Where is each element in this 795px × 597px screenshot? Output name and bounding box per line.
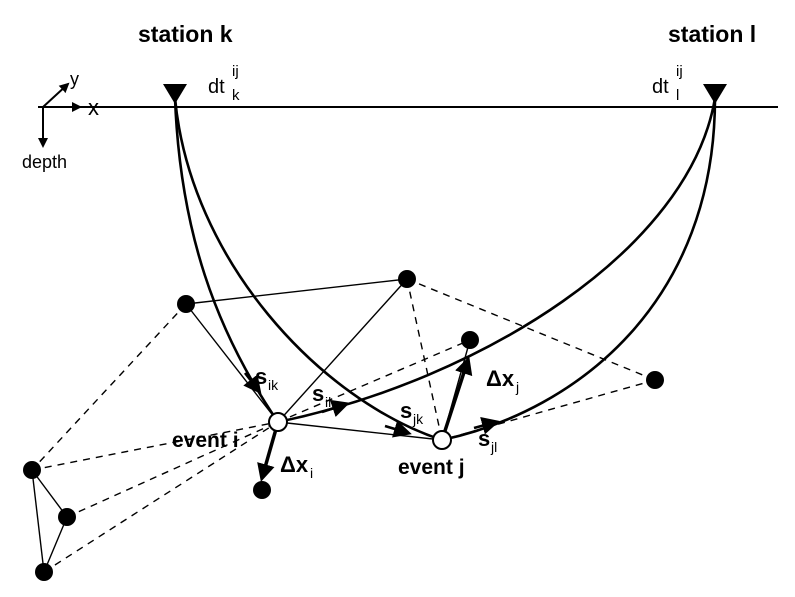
- y-axis-arrow: [42, 82, 70, 108]
- y-axis-label: y: [70, 69, 79, 89]
- svg-text:s: s: [255, 364, 267, 389]
- s-jk-label: s jk: [400, 398, 424, 427]
- svg-text:l: l: [676, 87, 679, 104]
- svg-text:il: il: [325, 394, 331, 410]
- filled-dot-icon: [398, 270, 416, 288]
- filled-dot-icon: [177, 295, 195, 313]
- svg-text:dt: dt: [652, 76, 669, 98]
- filled-dot-icon: [35, 563, 53, 581]
- event-j-label: event j: [398, 456, 465, 479]
- filled-dot-icon: [646, 371, 664, 389]
- x-axis-label: x: [88, 95, 99, 120]
- event-j-circle-icon: [432, 430, 452, 450]
- station-k-label: station k: [138, 21, 233, 47]
- svg-text:Δx: Δx: [486, 366, 515, 391]
- station-l-triangle-icon: [703, 84, 727, 104]
- svg-text:jl: jl: [490, 439, 497, 455]
- s-jl-label: s jl: [478, 426, 497, 455]
- svg-text:s: s: [478, 426, 490, 451]
- filled-dot-icon: [253, 481, 271, 499]
- filled-dot-icon: [23, 461, 41, 479]
- svg-text:ij: ij: [676, 63, 683, 80]
- s-jk-arrow: [384, 420, 412, 438]
- coordinate-axes: x y depth: [22, 69, 99, 172]
- svg-text:k: k: [232, 87, 240, 104]
- svg-text:j: j: [515, 379, 519, 395]
- svg-text:ik: ik: [268, 377, 279, 393]
- filled-dot-icon: [58, 508, 76, 526]
- ray-paths: [173, 97, 717, 442]
- s-il-arrow: [321, 399, 350, 417]
- depth-axis-label: depth: [22, 152, 67, 172]
- dashed-connections: [31, 278, 656, 573]
- filled-dot-icon: [461, 331, 479, 349]
- s-ik-label: s ik: [255, 364, 279, 393]
- s-jl-arrow: [473, 417, 500, 435]
- dt-k-label: dt ij k: [208, 63, 240, 104]
- ray-jk: [173, 97, 443, 442]
- s-il-label: s il: [312, 381, 331, 410]
- ray-il: [277, 97, 717, 424]
- dx-j-label: Δx j: [486, 366, 519, 395]
- ray-jl: [441, 97, 717, 442]
- svg-text:ij: ij: [232, 63, 239, 80]
- dt-l-label: dt ij l: [652, 63, 683, 104]
- neighbor-events: [23, 270, 664, 581]
- station-k-triangle-icon: [163, 84, 187, 104]
- slowness-arrows: [243, 372, 500, 438]
- svg-text:jk: jk: [412, 411, 424, 427]
- svg-text:i: i: [310, 465, 313, 481]
- svg-text:s: s: [400, 398, 412, 423]
- svg-text:dt: dt: [208, 76, 225, 98]
- svg-text:Δx: Δx: [280, 452, 309, 477]
- station-l-label: station l: [668, 21, 756, 47]
- dx-i-label: Δx i: [280, 452, 313, 481]
- s-ik-arrow: [243, 372, 262, 395]
- event-i-circle-icon: [268, 412, 288, 432]
- event-i-label: event i: [172, 429, 239, 452]
- dx-j-arrow: [440, 356, 473, 441]
- svg-text:s: s: [312, 381, 324, 406]
